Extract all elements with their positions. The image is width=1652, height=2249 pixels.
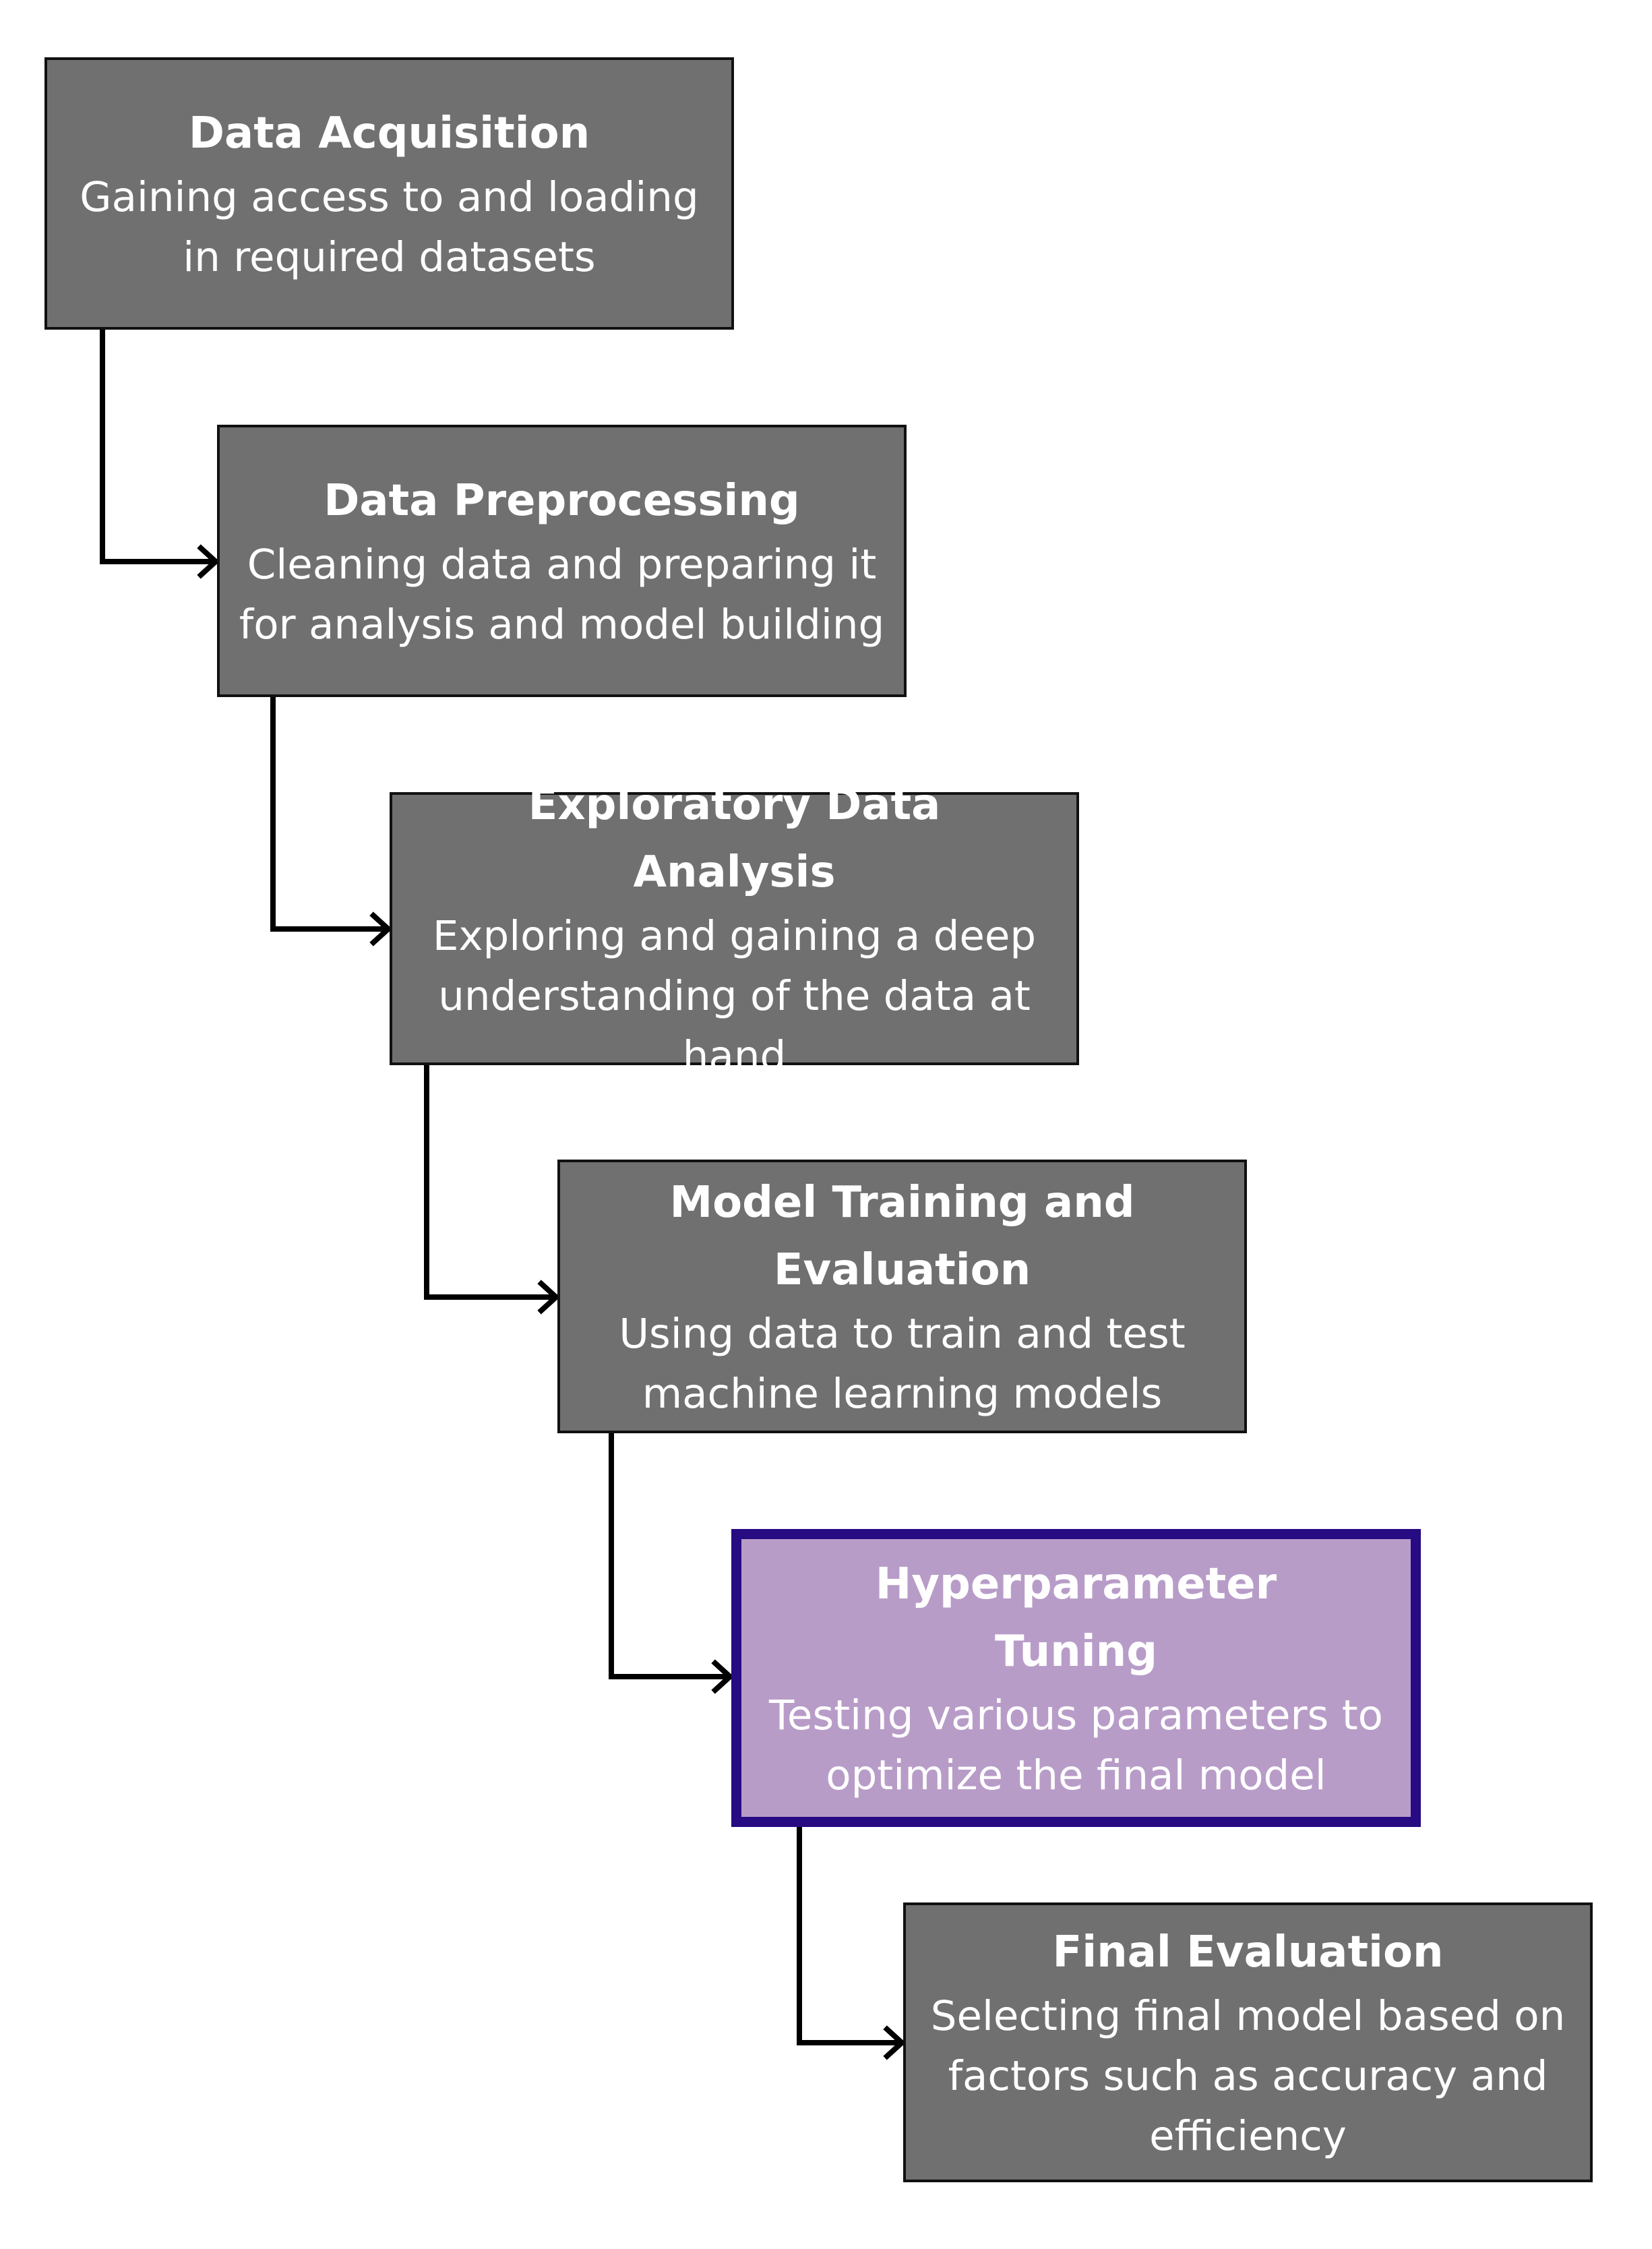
arrowhead-2-to-3 — [369, 911, 392, 947]
arrowhead-3-to-4 — [537, 1280, 560, 1315]
step-title: Data Preprocessing — [324, 476, 800, 526]
step-title: Model Training and Evaluation — [669, 1178, 1135, 1295]
arrowhead-1-to-2 — [197, 544, 220, 579]
step-description: Exploring and gaining a deep understandi… — [432, 912, 1037, 1080]
step-description: Using data to train and test machine lea… — [619, 1310, 1186, 1418]
step-description: Gaining access to and loading in require… — [80, 173, 699, 281]
step-final-evaluation: Final Evaluation Selecting final model b… — [903, 1902, 1593, 2182]
step-model-training-and-evaluation: Model Training and Evaluation Using data… — [557, 1160, 1247, 1433]
connector-5-to-6 — [797, 1824, 903, 2045]
step-data-preprocessing: Data Preprocessing Cleaning data and pre… — [217, 425, 907, 697]
step-title: Data Acquisition — [188, 109, 590, 158]
arrowhead-5-to-6 — [883, 2025, 906, 2060]
step-title: Hyperparameter Tuning — [875, 1559, 1277, 1677]
step-data-acquisition: Data Acquisition Gaining access to and l… — [44, 57, 734, 330]
step-description: Selecting final model based on factors s… — [930, 1992, 1566, 2160]
step-description: Cleaning data and preparing it for analy… — [239, 541, 885, 649]
step-title: Final Evaluation — [1052, 1927, 1444, 1977]
step-exploratory-data-analysis: Exploratory Data Analysis Exploring and … — [390, 780, 1079, 1080]
step-hyperparameter-tuning: Hyperparameter Tuning Testing various pa… — [731, 1529, 1421, 1827]
arrowhead-4-to-5 — [711, 1659, 734, 1694]
connector-3-to-4 — [424, 1062, 557, 1300]
connector-2-to-3 — [270, 694, 390, 932]
step-title: Exploratory Data Analysis — [528, 780, 941, 897]
connector-4-to-5 — [609, 1431, 731, 1679]
step-description: Testing various parameters to optimize t… — [769, 1691, 1383, 1799]
connector-1-to-2 — [100, 327, 217, 564]
